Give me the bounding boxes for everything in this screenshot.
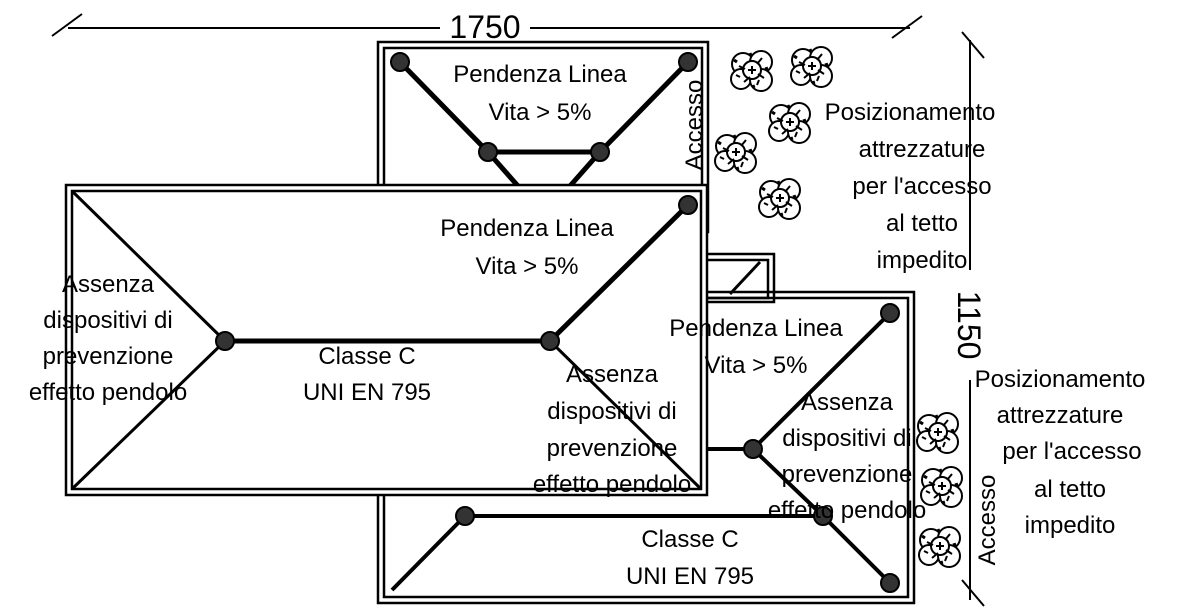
access-label-top: Accesso [681, 80, 708, 171]
svg-text:prevenzione: prevenzione [547, 435, 678, 462]
tree-icon [767, 101, 812, 145]
tree-icon [713, 131, 758, 175]
svg-text:dispositivi di: dispositivi di [43, 307, 172, 334]
tree-icon [915, 411, 960, 455]
svg-text:dispositivi di: dispositivi di [782, 425, 911, 452]
tree-icon [729, 49, 774, 93]
anchor-point-icon [590, 142, 610, 162]
anchor-point-icon [678, 195, 698, 215]
tree-group-bottom [915, 411, 964, 569]
anchor-point-icon [880, 303, 900, 323]
anchor-point-icon [880, 573, 900, 593]
tree-icon [757, 177, 802, 221]
svg-text:attrezzature: attrezzature [997, 402, 1124, 429]
top-equipment-note: Posizionamento attrezzature per l'access… [825, 99, 996, 274]
svg-text:Posizionamento: Posizionamento [975, 366, 1146, 393]
svg-text:prevenzione: prevenzione [782, 461, 913, 488]
anchor-point-icon [390, 52, 410, 72]
bottom-roof-slope-note: Pendenza Linea Vita > 5% [669, 315, 843, 379]
height-dimension-label: 1150 [951, 291, 987, 360]
svg-text:Assenza: Assenza [801, 389, 894, 416]
svg-text:Assenza: Assenza [62, 271, 155, 298]
svg-text:Pendenza Linea: Pendenza Linea [440, 215, 614, 242]
svg-text:Vita > 5%: Vita > 5% [489, 99, 592, 126]
svg-text:per l'accesso: per l'accesso [852, 173, 991, 200]
svg-text:Posizionamento: Posizionamento [825, 99, 996, 126]
main-roof-class-note: Classe C UNI EN 795 [303, 343, 431, 406]
svg-text:per l'accesso: per l'accesso [1002, 438, 1141, 465]
svg-text:effetto pendolo: effetto pendolo [768, 497, 926, 524]
top-roof-slope-note: Pendenza Linea Vita > 5% [453, 61, 627, 126]
anchor-point-icon [813, 506, 833, 526]
svg-text:Pendenza Linea: Pendenza Linea [669, 315, 843, 342]
anchor-point-icon [478, 142, 498, 162]
svg-text:prevenzione: prevenzione [43, 343, 174, 370]
width-dimension-label: 1750 [449, 9, 520, 45]
svg-text:effetto pendolo: effetto pendolo [29, 379, 187, 406]
bottom-roof-pendulum-note: Assenza dispositivi di prevenzione effet… [768, 389, 926, 524]
tree-group-top [713, 45, 834, 221]
main-roof-right-pendulum-note: Assenza dispositivi di prevenzione effet… [533, 361, 691, 498]
tree-icon [789, 45, 834, 89]
svg-text:Pendenza Linea: Pendenza Linea [453, 61, 627, 88]
bottom-roof-class-note: Classe C UNI EN 795 [626, 526, 754, 590]
anchor-point-icon [743, 439, 763, 459]
svg-text:al tetto: al tetto [886, 210, 958, 237]
svg-text:attrezzature: attrezzature [859, 136, 986, 163]
svg-text:impedito: impedito [1025, 512, 1116, 539]
anchor-point-icon [540, 331, 560, 351]
main-lifeline [225, 203, 690, 344]
main-roof-slope-note: Pendenza Linea Vita > 5% [440, 215, 614, 280]
access-label-bottom: Accesso [974, 475, 1001, 566]
main-roof-ridges [70, 189, 703, 491]
tree-icon [919, 465, 964, 509]
anchor-point-icon [455, 506, 475, 526]
main-roof-left-pendulum-note: Assenza dispositivi di prevenzione effet… [29, 271, 187, 406]
svg-text:Classe C: Classe C [641, 526, 738, 553]
bottom-equipment-note: Posizionamento attrezzature per l'access… [975, 366, 1146, 539]
svg-text:UNI EN 795: UNI EN 795 [303, 379, 431, 406]
svg-text:Vita > 5%: Vita > 5% [476, 253, 579, 280]
svg-text:Vita > 5%: Vita > 5% [705, 352, 808, 379]
svg-text:Assenza: Assenza [566, 361, 659, 388]
svg-text:impedito: impedito [877, 247, 968, 274]
width-dimension-line [51, 13, 923, 39]
svg-text:Classe C: Classe C [318, 343, 415, 370]
svg-text:UNI EN 795: UNI EN 795 [626, 563, 754, 590]
svg-text:al tetto: al tetto [1034, 476, 1106, 503]
anchor-point-icon [678, 52, 698, 72]
svg-text:dispositivi di: dispositivi di [547, 398, 676, 425]
anchor-point-icon [215, 331, 235, 351]
height-dimension-line [961, 31, 985, 607]
svg-text:effetto pendolo: effetto pendolo [533, 471, 691, 498]
tree-icon [917, 525, 962, 569]
anchor-points [215, 52, 900, 593]
connector-roof-outline [698, 252, 776, 304]
